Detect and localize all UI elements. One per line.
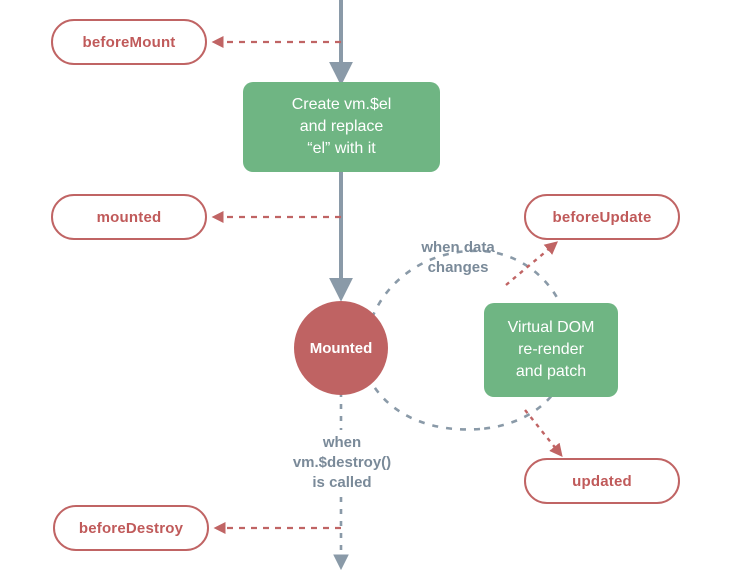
hook-beforeDestroy-label: beforeDestroy (78, 519, 184, 537)
state-mounted-label: Mounted (309, 339, 373, 357)
hook-edge-beforeUpdate (505, 241, 559, 286)
caption-when-destroy-called: when vm.$destroy() is called (267, 433, 417, 493)
update-loop-return (366, 375, 481, 431)
hook-updated[interactable]: updated (524, 458, 680, 504)
caption-when-data-changes: when data changes (396, 238, 520, 278)
caption-when-data-changes-label: when data changes (421, 239, 495, 276)
process-vdom-patch-label: Virtual DOM re-render and patch (507, 319, 595, 380)
update-loop-upper (370, 249, 498, 319)
hook-beforeMount[interactable]: beforeMount (51, 19, 207, 65)
hook-beforeDestroy[interactable]: beforeDestroy (53, 505, 209, 551)
hook-mounted-label: mounted (96, 208, 162, 226)
hook-edge-updated (524, 409, 563, 458)
hook-beforeUpdate[interactable]: beforeUpdate (524, 194, 680, 240)
state-mounted: Mounted (294, 301, 388, 395)
hook-beforeUpdate-label: beforeUpdate (552, 208, 652, 226)
process-create-el: Create vm.$el and replace “el” with it (243, 82, 440, 172)
hook-mounted[interactable]: mounted (51, 194, 207, 240)
hook-beforeMount-label: beforeMount (82, 33, 176, 51)
process-create-el-label: Create vm.$el and replace “el” with it (291, 96, 392, 157)
hook-updated-label: updated (572, 472, 632, 490)
caption-when-destroy-called-label: when vm.$destroy() is called (292, 434, 392, 491)
process-vdom-patch: Virtual DOM re-render and patch (484, 303, 618, 397)
